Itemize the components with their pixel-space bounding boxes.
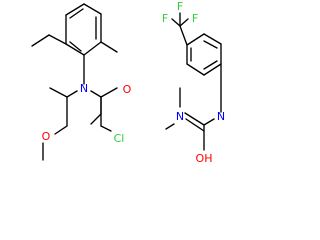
aryl-nitrogen-label: N — [217, 110, 225, 123]
urea-core — [184, 112, 215, 151]
molecule-drawing: N O Cl O — [31, 0, 225, 165]
hydroxyl-oxygen-label: OH — [196, 152, 213, 165]
trifluoromethyl-group — [171, 12, 189, 46]
nitrogen-atom-label: N — [80, 82, 88, 95]
fluorine-atom-label-3: F — [192, 12, 198, 25]
carbonyl-oxygen-label: O — [123, 83, 132, 96]
fluorine-atom-label-2: F — [177, 0, 183, 13]
benzene-ring-1 — [65, 3, 102, 56]
structure-canvas: N O Cl O — [31, 0, 226, 165]
fluorine-atom-label-1: F — [162, 12, 168, 25]
dimethylamino-group — [165, 87, 181, 130]
aryl-methyl-bond — [100, 41, 118, 53]
ethyl-group — [31, 34, 67, 47]
dimethyl-nitrogen-label: N — [176, 110, 184, 123]
amide-chain — [90, 87, 118, 132]
benzene-ring-2 — [186, 33, 222, 76]
molecule-2: F F F N N OH — [162, 0, 225, 165]
ether-oxygen-label: O — [42, 130, 51, 143]
chlorine-atom-label: Cl — [114, 132, 125, 145]
molecule-1: N O Cl O — [31, 3, 132, 161]
methoxypropyl-chain — [42, 87, 78, 161]
